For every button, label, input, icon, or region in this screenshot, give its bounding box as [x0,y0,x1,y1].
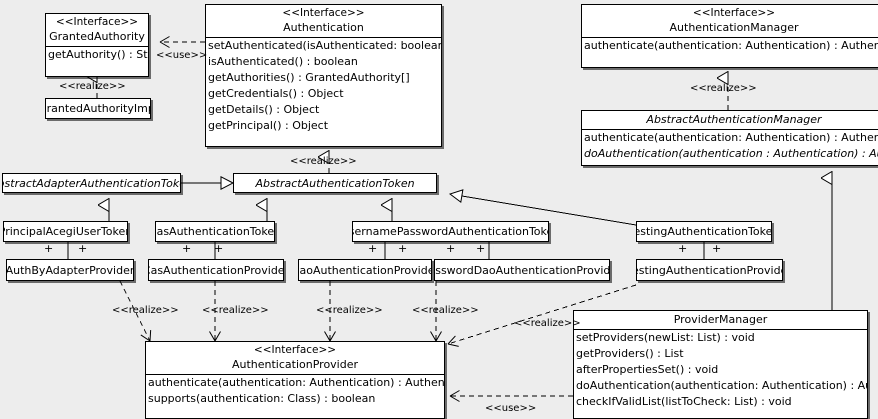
operation: setAuthenticated(isAuthenticated: boolea… [208,39,441,52]
association-marker-plus: + [368,242,378,255]
class-name: CasAuthenticationToken [155,225,275,238]
operations-compartment: authenticate(authentication: Authenticat… [582,129,878,162]
class-header: <<Interface>> AuthenticationManager [582,5,878,37]
class-box-testing-authentication-token[interactable]: TestingAuthenticationToken [636,221,772,242]
class-name: TestingAuthenticationToken [636,225,772,238]
stereotype-label: <<Interface>> [692,7,776,19]
stereotype-label: <<Interface>> [253,344,337,356]
class-name: PasswordDaoAuthenticationProvider [435,263,610,277]
class-box-auth-by-adapter-provider[interactable]: AuthByAdapterProvider [6,259,134,281]
association-marker-plus: + [446,242,456,255]
operations-compartment: authenticate(authentication: Authenticat… [582,37,878,54]
class-box-authentication-provider[interactable]: <<Interface>> AuthenticationProvider aut… [145,341,445,419]
operations-compartment: authenticate(authentication: Authenticat… [146,374,444,407]
association-marker-plus: + [476,242,486,255]
class-name: AuthenticationManager [669,21,799,34]
class-name: AuthByAdapterProvider [6,263,134,277]
relationship-label-realize-dao-authentication-provider: <<realize>> [316,305,383,316]
operation: getProviders() : List [576,347,684,360]
operation: getAuthority() : String [48,48,148,61]
relationship-label-realize-password-dao-authentication-provider: <<realize>> [412,305,479,316]
class-name: DaoAuthenticationProvider [298,263,432,277]
operations-compartment: setProviders(newList: List) : void getPr… [574,329,867,410]
class-box-cas-authentication-provider[interactable]: CasAuthenticationProvider [148,259,284,281]
class-name: Authentication [283,21,364,34]
relationship-label-realize-testing-authentication-provider: <<realize>> [514,318,581,329]
class-name: TestingAuthenticationProvider [637,263,782,277]
class-box-dao-authentication-provider[interactable]: DaoAuthenticationProvider [298,259,432,281]
class-name: UsernamePasswordAuthenticationToken [352,225,548,238]
association-marker-plus: + [398,242,408,255]
operations-compartment: setAuthenticated(isAuthenticated: boolea… [206,37,441,134]
operation: setProviders(newList: List) : void [576,331,755,344]
operation: supports(authentication: Class) : boolea… [148,392,376,405]
class-name: AbstractAuthenticationManager [646,113,822,126]
relationship-label-realize-authentication: <<realize>> [290,156,357,167]
operation: doAuthentication(authentication: Authent… [576,379,867,392]
class-name: ProviderManager [673,313,768,326]
class-header: <<Interface>> Authentication [206,5,441,37]
class-box-testing-authentication-provider[interactable]: TestingAuthenticationProvider [636,259,783,281]
class-box-principal-acegi-user-token[interactable]: PrincipalAcegiUserToken [3,221,128,242]
class-box-username-password-authentication-token[interactable]: UsernamePasswordAuthenticationToken [352,221,549,242]
class-box-granted-authority-impl[interactable]: GrantedAuthorityImpl [45,98,151,119]
operation: checkIfValidList(listToCheck: List) : vo… [576,395,792,408]
class-header: <<Interface>> AuthenticationProvider [146,342,444,374]
class-box-cas-authentication-token[interactable]: CasAuthenticationToken [155,221,275,242]
association-marker-plus: + [44,242,54,255]
association-marker-plus: + [678,242,688,255]
operation: doAuthentication(authentication : Authen… [584,147,878,160]
relationship-label-realize-auth-by-adapter-provider: <<realize>> [112,305,179,316]
operation: isAuthenticated() : boolean [208,55,358,68]
class-header: AbstractAuthenticationManager [582,111,878,129]
class-name: AuthenticationProvider [231,358,359,371]
class-box-authentication[interactable]: <<Interface>> Authentication setAuthenti… [205,4,442,147]
class-name: PrincipalAcegiUserToken [3,225,128,238]
class-box-abstract-authentication-token[interactable]: AbstractAuthenticationToken [233,173,437,193]
class-box-abstract-authentication-manager[interactable]: AbstractAuthenticationManager authentica… [581,110,878,166]
association-marker-plus: + [214,242,224,255]
stereotype-label: <<Interface>> [55,16,139,28]
operation: authenticate(authentication: Authenticat… [148,376,445,389]
association-marker-plus: + [78,242,88,255]
class-box-authentication-manager[interactable]: <<Interface>> AuthenticationManager auth… [581,4,878,68]
operation: getCredentials() : Object [208,87,344,100]
operations-compartment: getAuthority() : String [46,46,148,63]
operation: getPrincipal() : Object [208,119,329,132]
class-box-password-dao-authentication-provider[interactable]: PasswordDaoAuthenticationProvider [434,259,610,281]
operation: authenticate(authentication: Authenticat… [584,39,878,52]
class-name: GrantedAuthorityImpl [46,102,150,115]
operation: getDetails() : Object [208,103,320,116]
relationship-label-realize-granted-authority-impl: <<realize>> [59,81,126,92]
relationship-label-realize-authentication-manager: <<realize>> [690,83,757,94]
relationship-label-use-granted-authority: <<use>> [156,50,208,61]
class-box-granted-authority[interactable]: <<Interface>> GrantedAuthority getAuthor… [45,13,149,77]
class-name: GrantedAuthority [49,30,145,43]
class-header: ProviderManager [574,311,867,329]
association-marker-plus: + [712,242,722,255]
relationship-label-realize-cas-authentication-provider: <<realize>> [202,305,269,316]
stereotype-label: <<Interface>> [282,7,365,19]
class-header: <<Interface>> GrantedAuthority [46,14,148,46]
class-name: AbstractAdapterAuthenticationToken [3,176,180,190]
class-box-provider-manager[interactable]: ProviderManager setProviders(newList: Li… [573,310,868,419]
association-marker-plus: + [182,242,192,255]
operation: getAuthorities() : GrantedAuthority[] [208,71,410,84]
class-box-abstract-adapter-authentication-token[interactable]: AbstractAdapterAuthenticationToken [2,173,181,193]
relationship-label-use-authentication-provider: <<use>> [485,403,537,414]
class-name: CasAuthenticationProvider [148,263,284,277]
operation: authenticate(authentication: Authenticat… [584,131,878,144]
operation: afterPropertiesSet() : void [576,363,719,376]
class-name: AbstractAuthenticationToken [255,176,415,190]
